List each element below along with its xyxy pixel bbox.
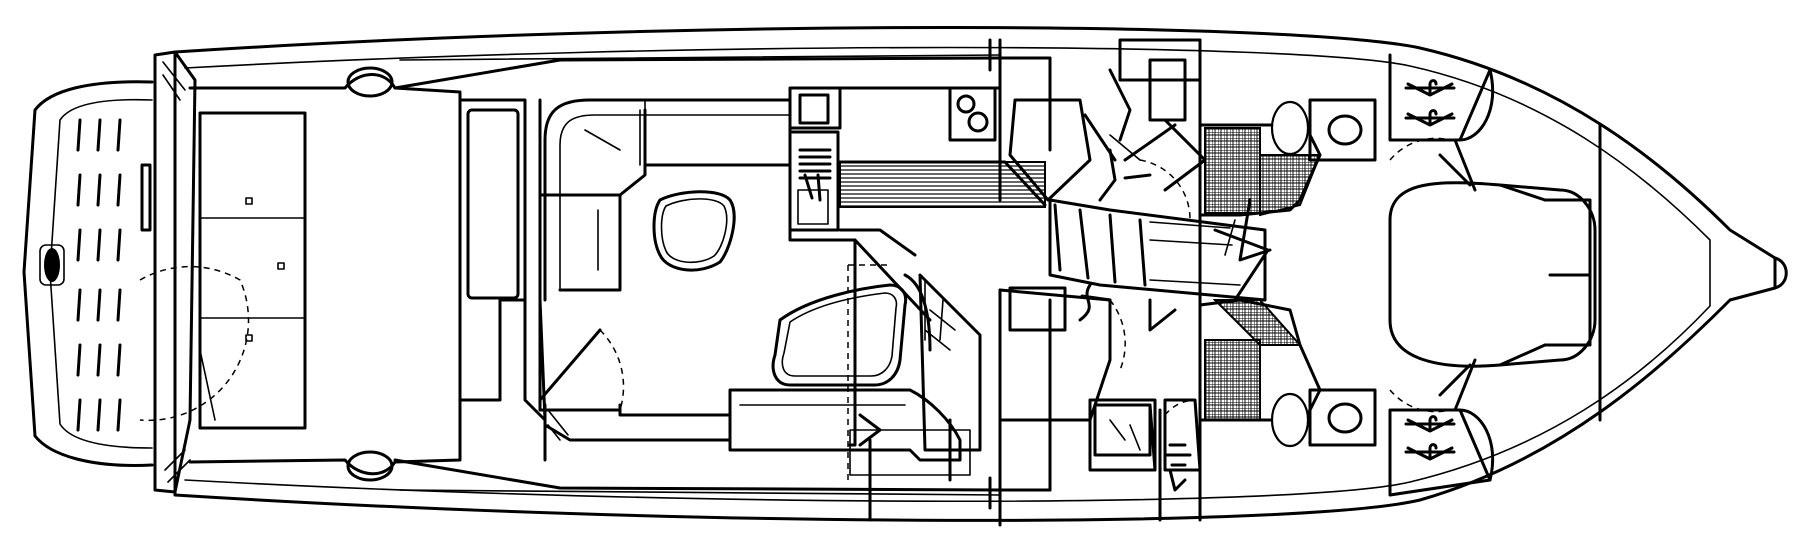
fwd-cabinet — [1008, 98, 1092, 202]
lower-shower — [1204, 339, 1261, 421]
lower-sink-icon — [1327, 402, 1363, 434]
sink-counter — [788, 130, 840, 232]
dinette — [728, 98, 1047, 482]
salon-table — [652, 190, 736, 272]
mid-cabins — [998, 38, 1202, 522]
cockpit — [139, 66, 462, 482]
dinette-seat — [728, 388, 962, 462]
v-berth — [1388, 181, 1597, 368]
sink-icon — [797, 189, 829, 225]
swim-platform-slats — [76, 118, 122, 432]
forward-stateroom — [1388, 53, 1602, 497]
galley-counter-1 — [788, 86, 842, 130]
upper-shower — [1204, 127, 1261, 214]
lower-toilet-icon — [1270, 392, 1310, 448]
transom — [153, 50, 197, 494]
salon — [458, 98, 792, 462]
side-decks — [393, 38, 1052, 510]
l-shaped-settee — [543, 98, 792, 302]
nightstand — [1008, 286, 1067, 332]
bottom-berth — [1088, 398, 1157, 472]
bulkhead-lower — [868, 438, 1002, 527]
upper-sink-icon — [1327, 114, 1363, 146]
swim-platform — [22, 80, 154, 467]
aft-sofa — [466, 108, 520, 300]
upper-toilet-icon — [1270, 100, 1310, 156]
hanger-icon — [1404, 79, 1456, 461]
hull-outline — [173, 26, 1788, 522]
cockpit-hatches — [198, 111, 307, 430]
swim-ladder-icon — [44, 248, 60, 282]
heads — [1198, 38, 1377, 522]
